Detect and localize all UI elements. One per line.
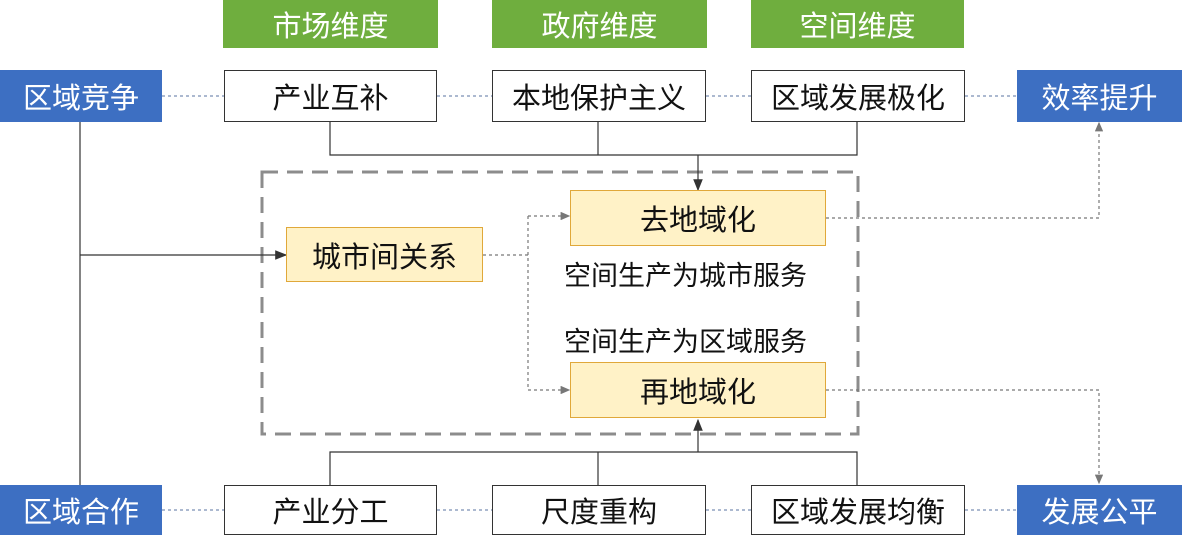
node-local-protectionism: 本地保护主义: [492, 70, 706, 122]
header-market-dimension: 市场维度: [223, 0, 438, 48]
node-industrial-division: 产业分工: [224, 485, 437, 535]
label-serve-city: 空间生产为城市服务: [564, 261, 807, 292]
route-to-efficiency: [826, 121, 1104, 219]
node-reterritorialization: 再地域化: [570, 362, 826, 418]
top-bracket: [329, 122, 858, 156]
node-intercity-relations: 城市间关系: [286, 227, 483, 282]
node-regional-competition: 区域竞争: [0, 70, 162, 122]
node-development-equity: 发展公平: [1017, 485, 1182, 535]
node-regional-cooperation: 区域合作: [0, 485, 162, 535]
label-serve-region: 空间生产为区域服务: [564, 327, 807, 358]
node-regional-balance: 区域发展均衡: [751, 485, 965, 535]
node-regional-polarization: 区域发展极化: [751, 70, 965, 122]
central-dashed-frame: [260, 170, 860, 436]
header-government-dimension: 政府维度: [492, 0, 707, 48]
header-space-dimension: 空间维度: [751, 0, 964, 48]
node-efficiency-improvement: 效率提升: [1017, 70, 1182, 122]
node-deterritorialization: 去地域化: [570, 190, 826, 246]
route-to-equity: [826, 389, 1104, 485]
node-industrial-complementarity: 产业互补: [224, 70, 437, 122]
bottom-bracket: [329, 451, 858, 485]
node-scale-restructuring: 尺度重构: [492, 485, 706, 535]
